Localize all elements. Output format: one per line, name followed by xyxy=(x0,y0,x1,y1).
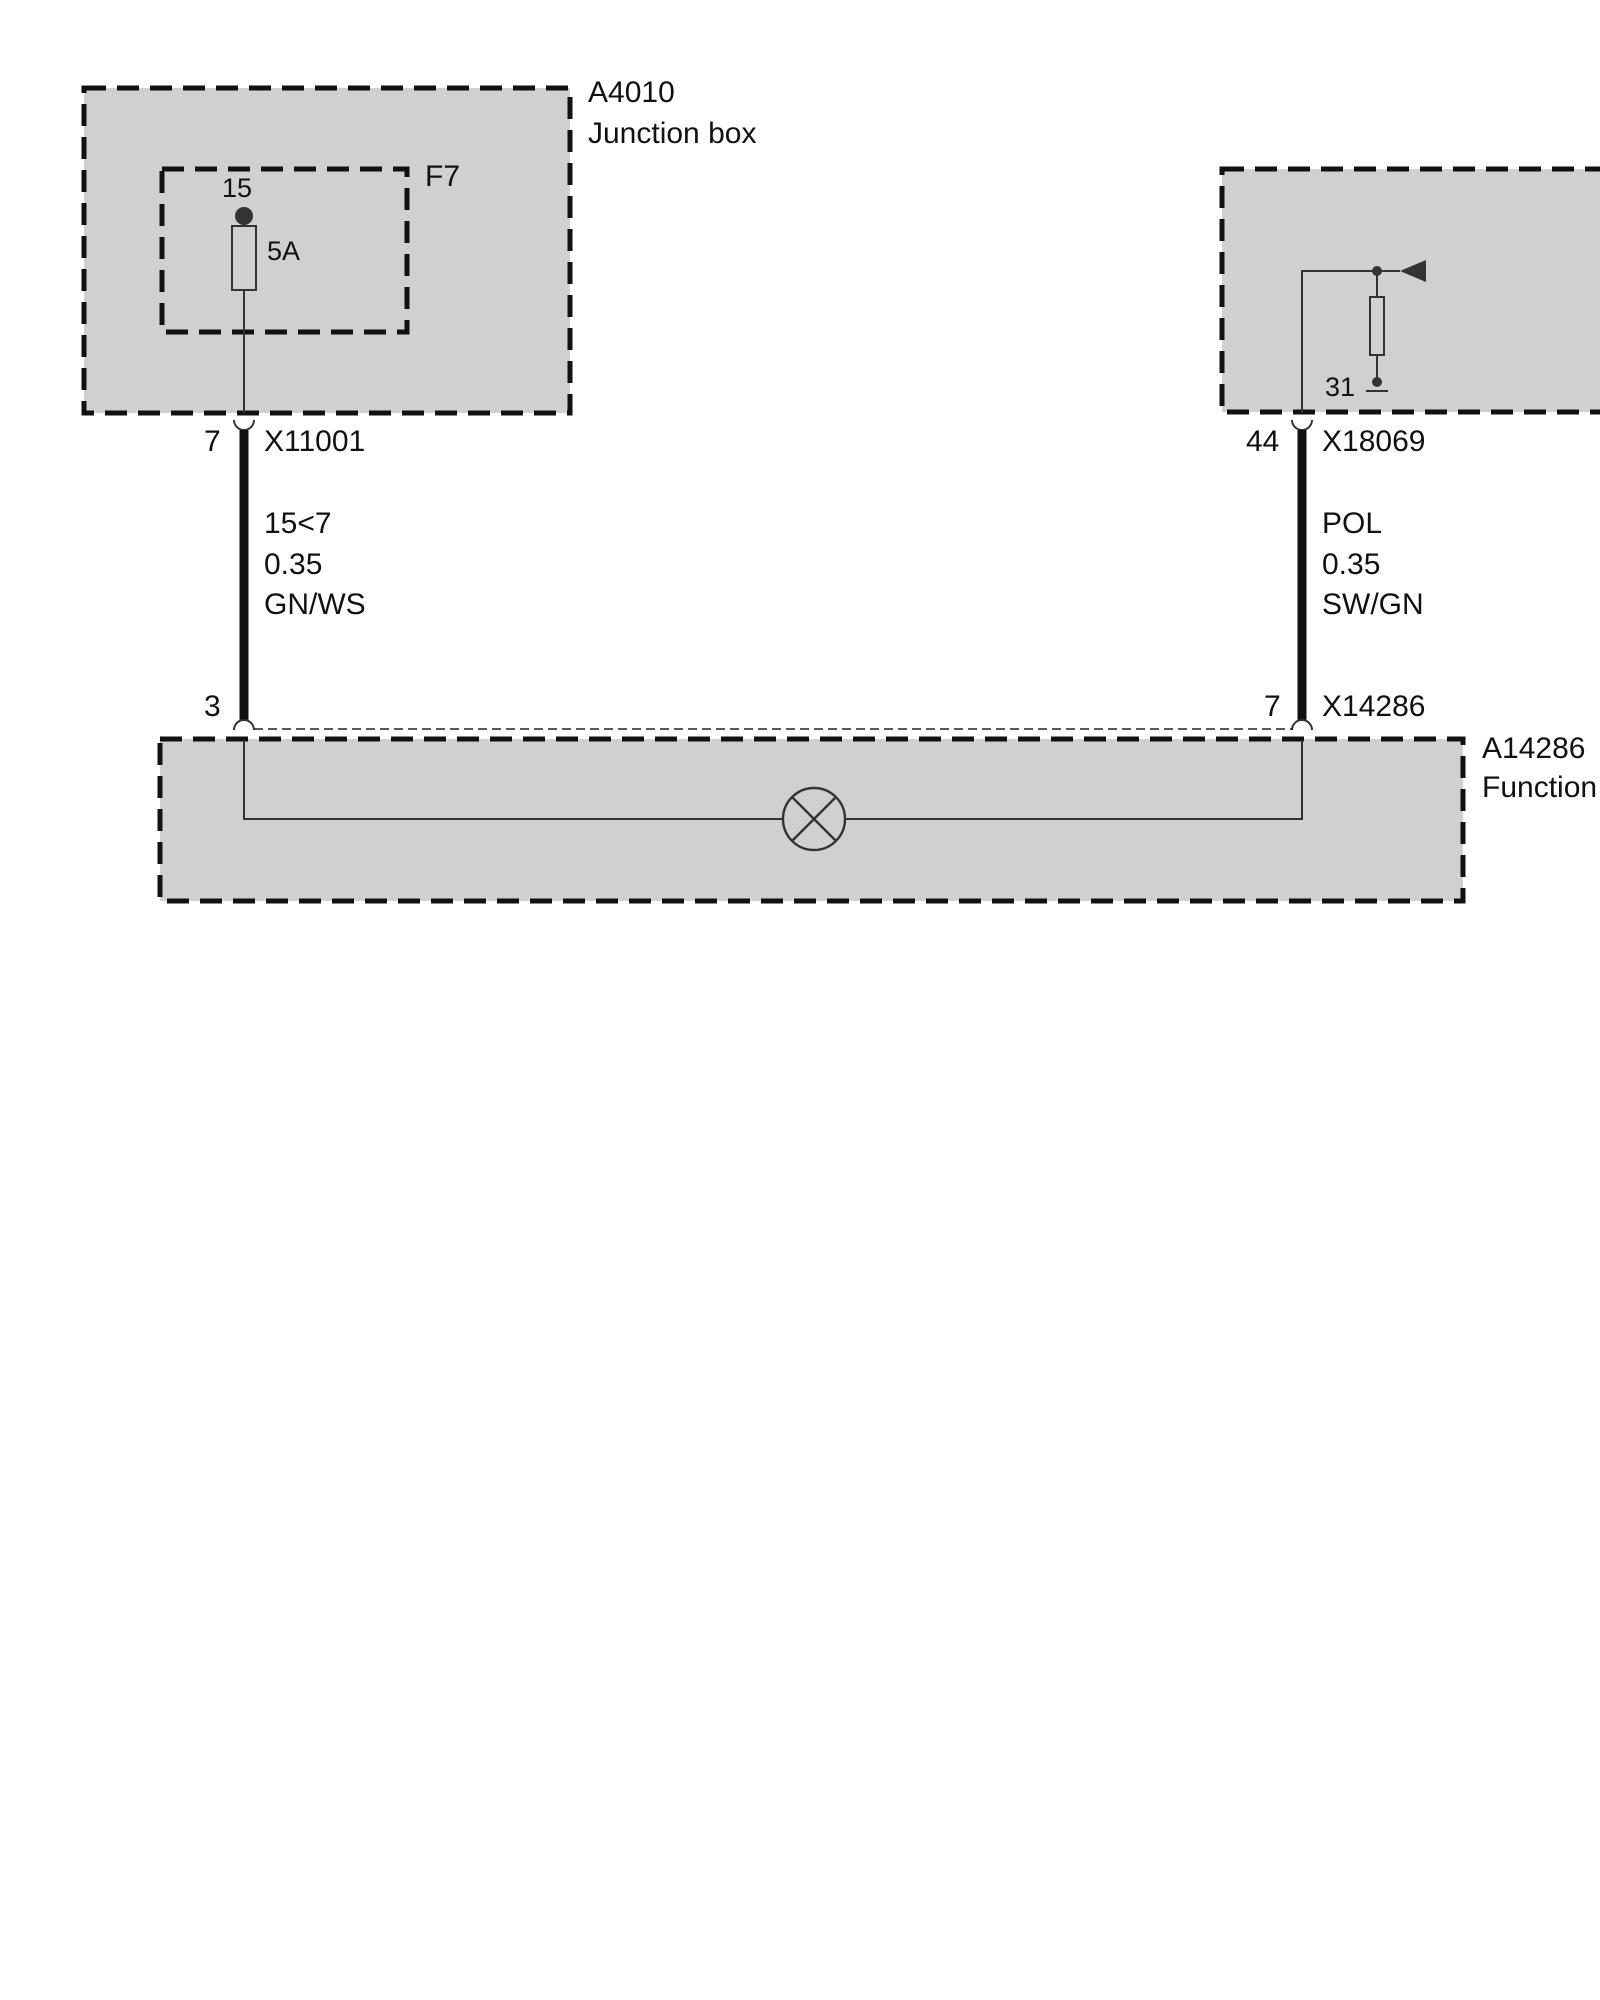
connector-x14286-id: X14286 xyxy=(1322,690,1425,723)
fuse-id: F7 xyxy=(425,160,460,193)
function-module-name: Function xyxy=(1482,771,1597,804)
wire-right-signal: POL xyxy=(1322,507,1382,540)
right-module xyxy=(1219,166,1600,415)
lamp-icon xyxy=(781,786,847,852)
function-module-circuit-line-right xyxy=(846,740,1303,820)
wire-right-gauge: 0.35 xyxy=(1322,548,1380,581)
connector-x18069-cup-icon xyxy=(1291,419,1313,431)
connector-x14286 xyxy=(233,719,1313,731)
connector-x18069-id: X18069 xyxy=(1322,425,1425,458)
junction-box-a4010 xyxy=(81,85,573,416)
right-module-signal-line xyxy=(1301,270,1400,413)
connector-x11001 xyxy=(233,419,255,431)
fuse-terminal-label: 15 xyxy=(222,173,252,203)
function-module-a14286 xyxy=(157,736,1466,904)
connector-x18069 xyxy=(1291,419,1313,431)
connector-x14286-pin-left: 3 xyxy=(204,690,221,723)
connector-x11001-id: X11001 xyxy=(264,425,365,458)
signal-arrow-icon xyxy=(1400,260,1426,282)
fuse-rating-label: 5A xyxy=(267,236,300,266)
wire-left-signal: 15<7 xyxy=(264,507,332,540)
connector-x14286-pin-right: 7 xyxy=(1264,690,1281,723)
ground-terminal-label: 31 xyxy=(1325,372,1355,402)
wire-right-color: SW/GN xyxy=(1322,588,1424,621)
fuse-f7-outline xyxy=(159,166,410,335)
connector-x11001-pin: 7 xyxy=(204,425,221,458)
connector-x18069-pin: 44 xyxy=(1246,425,1279,458)
connector-x11001-cup-icon xyxy=(233,419,255,431)
junction-box-id: A4010 xyxy=(588,76,675,109)
right-module-outline xyxy=(1219,166,1600,415)
connector-x14286-left-cup-icon xyxy=(233,719,255,731)
wire-left-gauge: 0.35 xyxy=(264,548,322,581)
junction-box-name: Junction box xyxy=(588,117,756,150)
junction-box-outline xyxy=(81,85,573,416)
function-module-id: A14286 xyxy=(1482,732,1585,765)
function-module-circuit-line xyxy=(243,740,783,820)
connector-x14286-right-cup-icon xyxy=(1291,719,1313,731)
ground-node-dot-icon xyxy=(1372,377,1382,387)
wire-left-color: GN/WS xyxy=(264,588,366,621)
